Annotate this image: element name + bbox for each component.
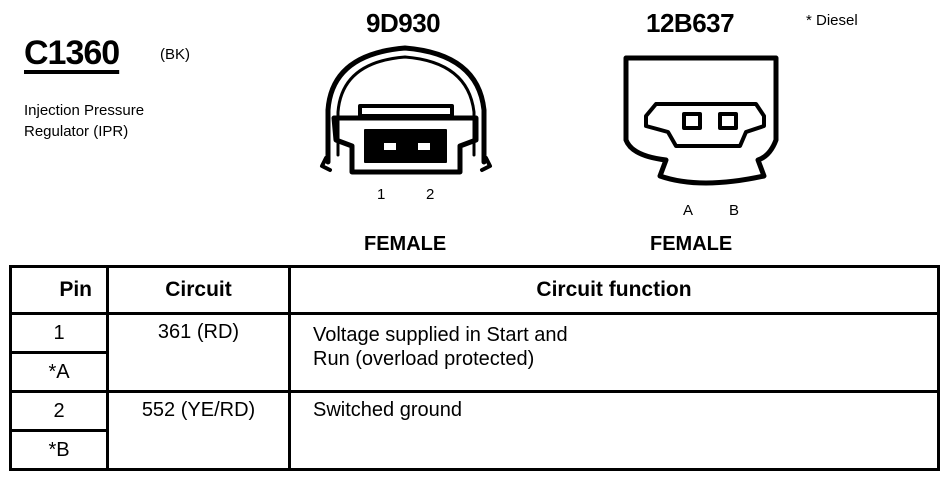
description-line-1: Injection Pressure [24, 102, 145, 119]
diesel-note: * Diesel [806, 12, 858, 29]
connector-color-code: (BK) [160, 46, 190, 63]
function-line-1: Switched ground [313, 399, 462, 421]
connector-face-diagrams [320, 45, 779, 186]
part-number-left: 9D930 [366, 8, 441, 38]
function-line-2: Run (overload protected) [313, 348, 535, 370]
circuit-cell: 552 (YE/RD) [106, 390, 291, 471]
function-line-1: Voltage supplied in Start and [313, 324, 568, 346]
table-row: 1 361 (RD) Voltage supplied in Start and… [9, 312, 940, 393]
pin-label-2: 2 [426, 186, 435, 203]
part-number-right: 12B637 [646, 8, 735, 38]
pin-cell: 1 [9, 312, 109, 354]
header-circuit-function: Circuit function [288, 265, 940, 315]
header-circuit: Circuit [106, 265, 291, 315]
table-row: *B [9, 429, 939, 471]
pin-label-1: 1 [377, 186, 386, 203]
function-cell: Switched ground [288, 390, 940, 471]
pin-label-a: A [683, 202, 694, 219]
gender-label-right: FEMALE [650, 233, 733, 255]
connector-description: Injection Pressure Regulator (IPR) [24, 100, 224, 142]
pin-cell: *B [9, 429, 109, 471]
pinout-table: Pin Circuit Circuit function 1 361 (RD) … [9, 265, 940, 471]
table-row: *A [9, 351, 939, 393]
circuit-cell: 361 (RD) [106, 312, 291, 393]
connector-12b637-drawing [623, 55, 779, 186]
gender-label-left: FEMALE [364, 233, 447, 255]
connector-id: C1360 [24, 34, 120, 72]
table-header-row: Pin Circuit Circuit function [9, 265, 940, 315]
pin-cell: *A [9, 351, 109, 393]
function-cell: Voltage supplied in Start and Run (overl… [288, 312, 940, 393]
description-line-2: Regulator (IPR) [24, 123, 129, 140]
connector-9d930-drawing [320, 45, 492, 175]
pin-cell: 2 [9, 390, 109, 432]
pin-label-b: B [729, 202, 740, 219]
header-pin: Pin [9, 265, 109, 315]
table-row: 2 552 (YE/RD) Switched ground [9, 390, 940, 471]
